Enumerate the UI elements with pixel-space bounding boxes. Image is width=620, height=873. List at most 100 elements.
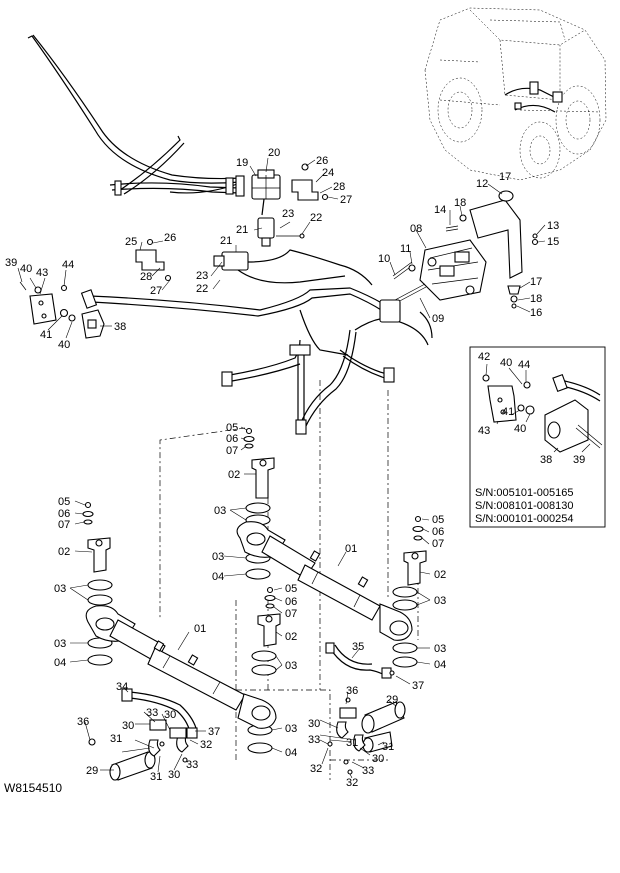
serial-number-3: S/N:000101-000254 <box>475 513 573 525</box>
valve-21-upper <box>257 217 305 247</box>
callout-17: 17 <box>499 171 511 183</box>
callout-18: 18 <box>454 197 466 209</box>
callout-23: 23 <box>282 208 294 220</box>
callout-10: 10 <box>378 253 390 265</box>
hose-35 <box>325 642 395 679</box>
callout-29-right: 29 <box>386 694 398 706</box>
callout-04-center-mid: 04 <box>212 571 224 583</box>
callout-37-left: 37 <box>208 726 220 738</box>
bolts-10-11 <box>379 261 427 312</box>
callout-02-center: 02 <box>228 469 240 481</box>
callout-30-left: 30 <box>122 720 134 732</box>
callout-31-right-lower: 31 <box>382 741 394 753</box>
callout-28: 28 <box>333 181 345 193</box>
bracket-12 <box>459 190 539 309</box>
callout-04-left: 04 <box>54 657 66 669</box>
washers-bottom <box>247 724 273 754</box>
callout-09: 09 <box>432 313 444 325</box>
callout-26: 26 <box>316 155 328 167</box>
pin-group-center-lower <box>251 586 281 676</box>
callout-05-right: 05 <box>432 514 444 526</box>
callout-35: 35 <box>352 641 364 653</box>
callout-03-right-lower: 03 <box>434 643 446 655</box>
callout-34: 34 <box>116 681 128 693</box>
callout-30-left-lower: 30 <box>168 769 180 781</box>
axle-pin-right <box>327 697 406 775</box>
callout-40: 40 <box>20 263 32 275</box>
pin-group-right <box>392 515 427 668</box>
callout-43: 43 <box>36 267 48 279</box>
bracket-24 <box>291 163 329 201</box>
serial-number-1: S/N:005101-005165 <box>475 487 573 499</box>
callout-30-right-lower-2: 30 <box>372 753 384 765</box>
callout-21-lower: 21 <box>220 235 232 247</box>
callout-01-lower: 01 <box>194 623 206 635</box>
callout-03-center: 03 <box>214 505 226 517</box>
hose-34 <box>121 688 198 739</box>
callout-16: 16 <box>530 307 542 319</box>
callout-44: 44 <box>62 259 74 271</box>
callout-37-right: 37 <box>412 680 424 692</box>
callout-44-inset: 44 <box>518 359 530 371</box>
leader-lines <box>17 157 591 779</box>
callout-33-left-lower: 33 <box>186 759 198 771</box>
callout-36-left: 36 <box>77 716 89 728</box>
callout-39-inset: 39 <box>573 454 585 466</box>
steering-cylinder-lower <box>85 605 277 729</box>
callout-04-right: 04 <box>434 659 446 671</box>
hose-bundle <box>80 287 433 435</box>
control-valve-08 <box>419 239 487 301</box>
callout-01-upper: 01 <box>345 543 357 555</box>
callout-04-bottom: 04 <box>285 747 297 759</box>
callout-36-right: 36 <box>346 685 358 697</box>
callout-40-inset-lower: 40 <box>514 423 526 435</box>
callout-30-left-top: 30 <box>164 709 176 721</box>
callout-22-lower: 22 <box>196 283 208 295</box>
bolt-14 <box>445 225 459 232</box>
callout-19: 19 <box>236 157 248 169</box>
callout-06-center-lower: 06 <box>285 596 297 608</box>
callout-31-right: 31 <box>346 737 358 749</box>
callout-11: 11 <box>400 243 411 255</box>
callout-40-inset: 40 <box>500 357 512 369</box>
callout-22: 22 <box>310 212 322 224</box>
callout-03-left: 03 <box>54 583 66 595</box>
callout-42: 42 <box>478 351 490 363</box>
callout-14: 14 <box>434 204 446 216</box>
callout-06-right: 06 <box>432 526 444 538</box>
callout-29-left: 29 <box>86 765 98 777</box>
callout-28-left: 28 <box>140 271 152 283</box>
callout-33-right: 33 <box>308 734 320 746</box>
callout-32-left: 32 <box>200 739 212 751</box>
callout-03-left-lower: 03 <box>54 638 66 650</box>
callout-03-bottom: 03 <box>285 723 297 735</box>
callout-41: 41 <box>40 329 52 341</box>
callout-20: 20 <box>268 147 280 159</box>
callout-07-center-lower: 07 <box>285 608 297 620</box>
callout-05-center: 05 <box>226 422 238 434</box>
callout-26-left: 26 <box>164 232 176 244</box>
pin-group-center-top <box>243 427 275 526</box>
callout-24: 24 <box>322 167 334 179</box>
callout-27: 27 <box>340 194 352 206</box>
callout-30-right: 30 <box>308 718 320 730</box>
callout-12: 12 <box>476 178 488 190</box>
callout-43-inset: 43 <box>478 425 490 437</box>
callout-labels: 20 19 26 24 28 27 23 22 21 21 23 22 25 2… <box>5 147 585 789</box>
valve-21-lower <box>213 249 373 286</box>
callout-38-inset: 38 <box>540 454 552 466</box>
callout-41-inset: 41 <box>502 406 514 418</box>
callout-02-left: 02 <box>58 546 70 558</box>
callout-05-left: 05 <box>58 496 70 508</box>
callout-05-center-lower: 05 <box>285 583 297 595</box>
callout-08: 08 <box>410 223 422 235</box>
steering-lines <box>27 34 245 197</box>
callout-33-right-lower: 33 <box>362 765 374 777</box>
callout-40-lower: 40 <box>58 339 70 351</box>
callout-38: 38 <box>114 321 126 333</box>
callout-03-center-mid: 03 <box>212 551 224 563</box>
bracket-25 <box>135 238 172 282</box>
callout-39: 39 <box>5 257 17 269</box>
callout-15: 15 <box>547 236 559 248</box>
